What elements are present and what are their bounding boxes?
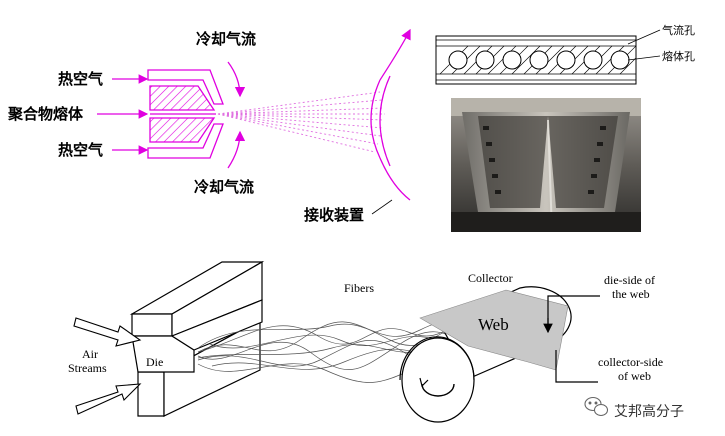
cool-air-arrow-top	[227, 61, 246, 98]
fiber-spray	[217, 91, 385, 153]
air-stream-arrows	[73, 317, 142, 415]
cool-air-arrow-bottom	[227, 130, 246, 169]
web-label: Web	[478, 315, 509, 334]
collector-side-label-line2: of web	[618, 369, 651, 383]
hot-air-label-top: 热空气	[58, 70, 103, 88]
die-cross-section	[147, 69, 224, 159]
die-label: Die	[146, 355, 163, 369]
collector-belt	[370, 28, 411, 201]
wechat-icon	[584, 396, 609, 417]
cool-air-label-bottom: 冷却气流	[194, 178, 254, 196]
polymer-melt-label: 聚合物熔体	[7, 105, 84, 123]
hot-air-label-bottom: 热空气	[58, 141, 103, 159]
die-photo	[451, 98, 641, 233]
collector-side-label: collector-side of web	[598, 355, 666, 383]
watermark-text: 艾邦高分子	[614, 403, 684, 420]
air-streams-label-line1: Air	[82, 347, 98, 361]
watermark: 艾邦高分子	[584, 396, 684, 420]
meltblown-process-sketch	[129, 260, 265, 417]
collector-leader-line	[371, 199, 393, 215]
air-streams-label: Air Streams	[68, 347, 107, 375]
air-streams-label-line2: Streams	[68, 361, 107, 375]
melt-hole-label: 熔体孔	[662, 49, 695, 63]
fibers-label: Fibers	[344, 281, 374, 295]
die-side-label-line1: die-side of	[604, 273, 655, 287]
meltblown-die-diagram: 热空气 聚合物熔体 热空气	[7, 28, 411, 224]
die-side-label-line2: the web	[612, 287, 650, 301]
rotation-arrow-icon	[421, 383, 455, 397]
air-hole-label: 气流孔	[662, 23, 695, 37]
collector-sketch-label: Collector	[468, 271, 513, 285]
spinneret-hole-cross-section: 气流孔 熔体孔	[435, 23, 695, 85]
side-annotations	[543, 295, 600, 383]
collector-label: 接收装置	[304, 206, 364, 224]
die-side-label: die-side of the web	[604, 273, 658, 301]
cool-air-label-top: 冷却气流	[196, 30, 256, 48]
collector-side-label-line1: collector-side	[598, 355, 663, 369]
